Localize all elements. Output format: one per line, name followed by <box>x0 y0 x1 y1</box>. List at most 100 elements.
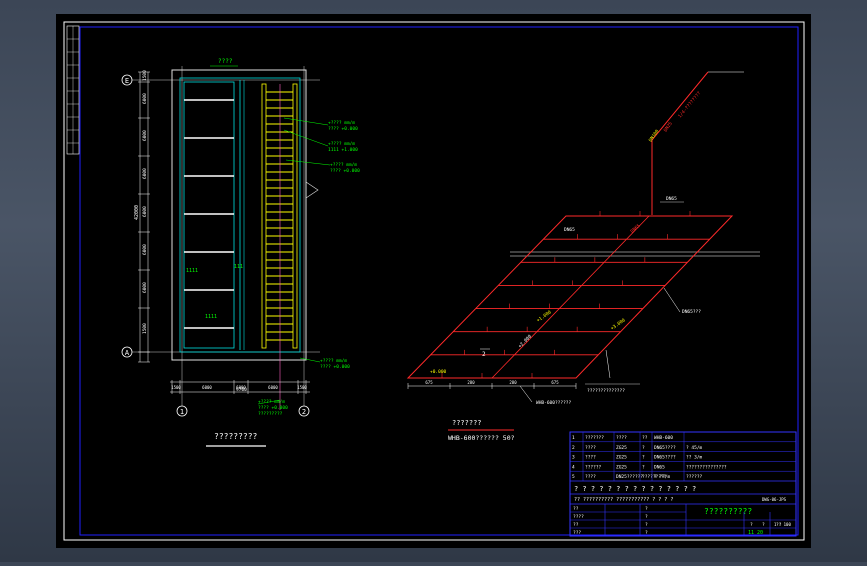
tb-cell: ??????? <box>585 435 604 441</box>
tb-cell: WHB-600 <box>654 435 673 441</box>
plan-callout-1: +???? mm/m ???? +0.000 <box>283 117 358 132</box>
tb-cell: ?? <box>642 435 648 441</box>
side-dim-label: 6000 <box>142 206 148 217</box>
svg-text:???? +0.000: ???? +0.000 <box>258 405 288 411</box>
svg-text:???? +0.000: ???? +0.000 <box>320 364 350 370</box>
plan-inner-label-3: 1111 <box>205 314 217 320</box>
axon-corner-label: ?????????????? <box>587 388 625 394</box>
bottom-dim-label: 6000 <box>202 385 212 390</box>
tb-drawing-title: ?????????? <box>704 507 752 516</box>
plan-total-dim: 42000 <box>134 205 140 220</box>
tb-cell: ???? <box>585 474 596 480</box>
tb-cell: ? 45/m <box>686 445 703 451</box>
tb-cell: ZG25 <box>616 445 627 451</box>
axon-dim-label: 675 <box>551 380 559 385</box>
tb-cell: DN65???? <box>654 445 676 451</box>
tb-right-small-1: ? <box>750 522 753 528</box>
sheet-frame <box>63 21 805 541</box>
tb-cell: 4 <box>572 464 575 470</box>
bottom-dim-label: 1500 <box>297 385 307 390</box>
svg-text:1111 +1.000: 1111 +1.000 <box>328 147 358 153</box>
bottom-dim-label: 6000 <box>236 385 246 390</box>
bottom-dim-label: 1500 <box>171 385 181 390</box>
tb-left-cell-2: ???? <box>573 514 584 520</box>
plan-inner-label-1: 1111 <box>186 268 198 274</box>
side-dim-label: 1500 <box>142 323 148 334</box>
tb-cell: 5 <box>572 474 575 480</box>
plan-top-label: ???? <box>218 58 233 65</box>
tb-cell: DN65???? <box>654 455 676 461</box>
tb-cell: ???? <box>585 445 596 451</box>
axon-bottom-label: WHB-600?????? <box>536 400 572 406</box>
tb-cell: ? ??/m <box>654 474 671 480</box>
plan-bottom-total: 9700 <box>236 387 247 393</box>
svg-text:+???? mm/m: +???? mm/m <box>320 358 347 364</box>
revision-strip <box>66 25 80 155</box>
tb-cell: 2 <box>572 445 575 451</box>
plan-callout-3: +???? mm/m ???? +0.000 <box>285 159 360 174</box>
side-dim-label: 6000 <box>142 93 148 104</box>
tb-cell: DN65 <box>654 464 665 470</box>
side-dim-label: 6000 <box>142 282 148 293</box>
grid-label-e: E <box>125 77 129 85</box>
tb-cell: DN25?????? <box>616 474 643 480</box>
tb-left-cell-1: ?? <box>573 506 579 512</box>
grid-label-a: A <box>125 349 130 357</box>
tb-cell: ???? <box>616 435 627 441</box>
bottom-dim-label: 6000 <box>268 385 278 390</box>
sheet-border <box>79 26 799 536</box>
tb-cell: ZG25 <box>616 464 627 470</box>
axon-level-1: +0.000 <box>430 369 447 375</box>
plan-view: E A 1 2 1500 6000 6000 6000 6000 6000 6000 1500… <box>121 58 360 447</box>
tb-mid-cell-4: ? <box>645 530 648 536</box>
axon-subtitle: WHB-600?????? 50? <box>448 434 515 442</box>
tb-cell: ZG25 <box>616 455 627 461</box>
svg-text:+???? mm/m: +???? mm/m <box>328 120 355 126</box>
tb-scale: 1 : 100 <box>774 522 791 527</box>
svg-text:+???? mm/m: +???? mm/m <box>328 141 355 147</box>
tb-mid-cell-1: ? <box>645 506 648 512</box>
tb-left-cell-3: ?? <box>573 522 579 528</box>
tb-cell: ? <box>642 455 645 461</box>
plan-callout-4: +???? mm/m ???? +0.000 <box>299 357 350 370</box>
tb-left-cell-4: ??? <box>573 530 581 536</box>
plan-title: ????????? <box>214 432 258 441</box>
side-dim-label: 6000 <box>142 168 148 179</box>
svg-text:+???? mm/m: +???? mm/m <box>258 399 285 405</box>
tb-sheet: 11 20 <box>748 530 763 536</box>
axon-dim-label: 280 <box>509 380 517 385</box>
axon-side-label: DN65??? <box>682 309 701 315</box>
tb-mid-cell-3: ? <box>645 522 648 528</box>
grid-label-2: 2 <box>302 408 306 416</box>
plan-callout-2: +???? mm/m 1111 +1.000 <box>283 129 358 153</box>
svg-text:?????????: ????????? <box>258 411 283 417</box>
tb-cell: 3 <box>572 455 575 461</box>
tb-cell: ???? <box>585 455 596 461</box>
grid-label-1: 1 <box>180 408 184 416</box>
axon-branch-label-2: DN65 <box>564 227 575 233</box>
axon-dim-label: 675 <box>425 380 433 385</box>
axon-branch-label-3: DN65 <box>629 223 641 235</box>
tb-cell: ? <box>642 445 645 451</box>
tb-cell: ??????????????? <box>686 464 727 470</box>
ladder-rail-left <box>261 83 267 349</box>
tb-header-line: ? ? ? ? ? ? ? ? ? ? ? ? ? ? ? <box>574 485 696 493</box>
tb-mid-cell-2: ? <box>645 514 648 520</box>
plan-bottom-callout: +???? mm/m ???? +0.000 ????????? <box>257 399 288 417</box>
plan-outer-wall <box>171 69 307 361</box>
side-dim-label: 1500 <box>142 70 148 81</box>
tb-cell: ????????? <box>642 474 667 480</box>
axon-marker: 2 <box>482 351 486 358</box>
plan-inner-wall <box>179 77 301 353</box>
tb-right-small-2: ? <box>762 522 765 528</box>
axon-grid-outline <box>406 215 734 379</box>
tb-sub-line: ?? ?????????? ??????????? ? ? ? ? <box>574 497 673 503</box>
tb-drawing-no: DWG-06-JPS <box>762 497 787 502</box>
tb-cell: ?????? <box>686 474 703 480</box>
tb-cell: ? <box>642 464 645 470</box>
tb-cell: ?????? <box>585 464 602 470</box>
svg-text:+???? mm/m: +???? mm/m <box>330 162 357 168</box>
plan-inner-label-2: 111 <box>234 264 243 270</box>
